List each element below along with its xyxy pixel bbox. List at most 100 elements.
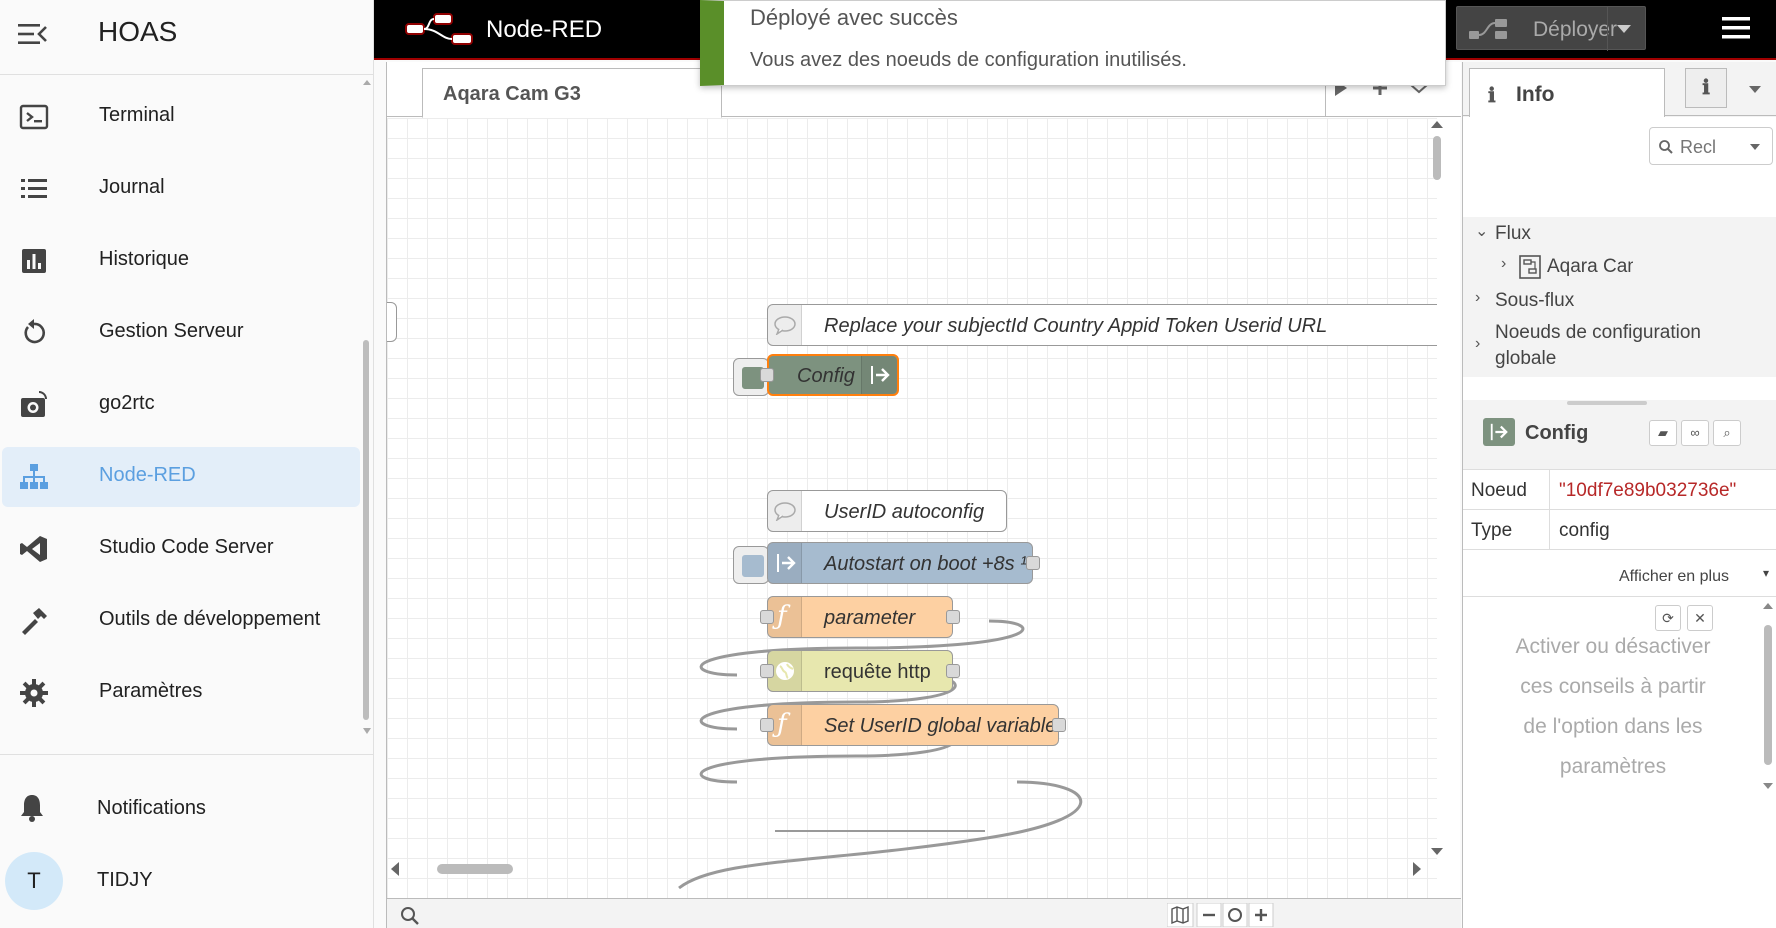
- notification-message: Vous avez des noeuds de configuration in…: [750, 49, 1187, 71]
- sidebar-item-historique[interactable]: Historique: [2, 231, 360, 291]
- hammer-icon: [22, 608, 47, 635]
- deploy-icon: [1469, 19, 1507, 39]
- function-node[interactable]: ƒ Set UserID global variable: [767, 704, 1059, 746]
- output-port[interactable]: [1026, 556, 1040, 570]
- tab-aqara-cam-g3[interactable]: Aqara Cam G3: [422, 68, 722, 118]
- restart-icon: [24, 319, 46, 344]
- input-port[interactable]: [760, 610, 774, 624]
- info-tab-button[interactable]: ℹ: [1685, 68, 1727, 108]
- vscode-icon: [20, 536, 47, 562]
- close-tip-button[interactable]: ✕: [1687, 605, 1713, 631]
- tab-info[interactable]: ℹ Info: [1469, 68, 1665, 117]
- prop-value[interactable]: "10df7e89b032736e": [1559, 480, 1737, 501]
- input-port[interactable]: [760, 664, 774, 678]
- sidebar-item-user[interactable]: T TIDJY: [0, 849, 374, 913]
- info-search-input[interactable]: [1680, 135, 1742, 159]
- output-port[interactable]: [946, 610, 960, 624]
- node-label: Set UserID global variable: [824, 715, 1057, 737]
- tree-item-config-nodes[interactable]: Noeuds de configuration: [1495, 322, 1701, 343]
- prop-row-type: Type config: [1463, 510, 1776, 550]
- list-icon: [21, 179, 47, 198]
- function-icon: ƒ: [777, 709, 787, 739]
- sidebar-item-go2rtc[interactable]: go2rtc: [2, 375, 360, 435]
- prop-key: Noeud: [1471, 480, 1527, 501]
- prop-row-noeud: Noeud "10df7e89b032736e": [1463, 470, 1776, 510]
- tree-item-sous-flux[interactable]: Sous-flux: [1495, 290, 1575, 311]
- comment-node[interactable]: UserID autoconfig: [767, 490, 1007, 532]
- sidebar-item-notifications[interactable]: Notifications: [0, 783, 374, 835]
- ha-sidebar: HOAS Terminal Journal: [0, 0, 374, 928]
- flow-icon: [1519, 255, 1541, 279]
- show-more-link[interactable]: Afficher en plus: [1619, 568, 1729, 585]
- nodered-title: Node-RED: [486, 16, 603, 43]
- comment-icon-area: [768, 491, 802, 531]
- menu-collapse-icon[interactable]: [18, 23, 48, 45]
- workspace-footer: [387, 898, 1461, 928]
- canvas-vertical-scrollbar[interactable]: [1427, 118, 1447, 858]
- input-port[interactable]: [760, 368, 774, 382]
- inject-button[interactable]: [733, 546, 769, 584]
- sidebar-menu-icon[interactable]: [1749, 86, 1761, 93]
- sidebar-item-node-red[interactable]: Node-RED: [2, 447, 360, 507]
- chevron-down-icon[interactable]: ⌄: [1475, 223, 1489, 240]
- deploy-notification[interactable]: Déployé avec succès Vous avez des noeuds…: [700, 0, 1446, 86]
- sidebar-scroll-thumb[interactable]: [363, 340, 369, 720]
- caret-down-icon[interactable]: ▾: [1763, 566, 1770, 580]
- sidebar-item-label: Studio Code Server: [99, 536, 274, 558]
- book-button[interactable]: ▰: [1649, 420, 1677, 446]
- input-port[interactable]: [760, 718, 774, 732]
- output-port[interactable]: [1052, 718, 1066, 732]
- node-label: Config: [797, 365, 855, 387]
- search-icon[interactable]: [399, 905, 421, 927]
- info-search-box[interactable]: [1649, 127, 1773, 165]
- tip-line: de l'option dans les: [1523, 715, 1703, 738]
- sidebar-item-label: Historique: [99, 248, 190, 270]
- refresh-tip-button[interactable]: ⟳: [1655, 605, 1681, 631]
- arrow-in-icon: [777, 554, 796, 572]
- map-icon[interactable]: [1167, 903, 1194, 927]
- search-dropdown-icon[interactable]: [1750, 144, 1760, 150]
- link-button[interactable]: ∞: [1681, 420, 1709, 446]
- sidebar-scrollbar[interactable]: [362, 80, 372, 734]
- sidebar-item-outils-developpement[interactable]: Outils de développement: [2, 591, 360, 651]
- panel-divider[interactable]: [1463, 400, 1776, 406]
- sidebar-item-terminal[interactable]: Terminal: [2, 87, 360, 147]
- sidebar-item-journal[interactable]: Journal: [2, 159, 360, 219]
- chevron-right-icon[interactable]: ›: [1475, 335, 1481, 352]
- tab-label: Aqara Cam G3: [443, 83, 581, 105]
- chevron-right-icon[interactable]: ›: [1475, 289, 1481, 306]
- sidebar-item-studio-code-server[interactable]: Studio Code Server: [2, 519, 360, 579]
- wire[interactable]: [678, 780, 1083, 890]
- offscreen-node[interactable]: [387, 302, 397, 342]
- sidebar-item-label: go2rtc: [99, 392, 155, 414]
- comment-node[interactable]: Replace your subjectId Country Appid Tok…: [767, 304, 1437, 346]
- search-icon: [1659, 140, 1673, 154]
- tree-item-flow[interactable]: Aqara Cam: [1547, 256, 1633, 277]
- sidebar-item-gestion-serveur[interactable]: Gestion Serveur: [2, 303, 360, 363]
- node-properties-panel: Config ▰ ∞ ⌕ Noeud "10df7e89b032736e" Ty…: [1463, 406, 1776, 596]
- http-request-node[interactable]: requête http: [767, 650, 953, 692]
- chevron-right-icon[interactable]: ›: [1501, 255, 1507, 272]
- deploy-button[interactable]: Déployer: [1456, 6, 1646, 51]
- node-label: Replace your subjectId Country Appid Tok…: [824, 315, 1328, 337]
- deploy-dropdown-icon[interactable]: [1617, 25, 1631, 33]
- tree-item-flux[interactable]: Flux: [1495, 223, 1531, 244]
- tips-scrollbar[interactable]: [1761, 601, 1775, 793]
- sidebar-item-parametres[interactable]: Paramètres: [2, 663, 360, 723]
- sidebar-header: HOAS: [0, 0, 374, 75]
- output-port[interactable]: [946, 664, 960, 678]
- node-label: Autostart on boot +8s ¹: [824, 553, 1027, 575]
- flow-canvas[interactable]: Replace your subjectId Country Appid Tok…: [387, 118, 1437, 928]
- zoom-reset-button[interactable]: [1222, 903, 1248, 927]
- gear-icon: [20, 679, 48, 707]
- wire[interactable]: [699, 673, 957, 731]
- canvas-horizontal-scrollbar[interactable]: [387, 858, 1447, 880]
- tab-menu-icon[interactable]: [1410, 84, 1428, 94]
- function-node[interactable]: ƒ parameter: [767, 596, 953, 638]
- wire[interactable]: [699, 619, 1025, 677]
- hamburger-menu-icon[interactable]: [1722, 16, 1750, 40]
- search-node-button[interactable]: ⌕: [1713, 420, 1741, 446]
- inject-node[interactable]: Autostart on boot +8s ¹: [767, 542, 1033, 584]
- node-label: parameter: [824, 607, 916, 629]
- config-node[interactable]: Config: [767, 354, 899, 396]
